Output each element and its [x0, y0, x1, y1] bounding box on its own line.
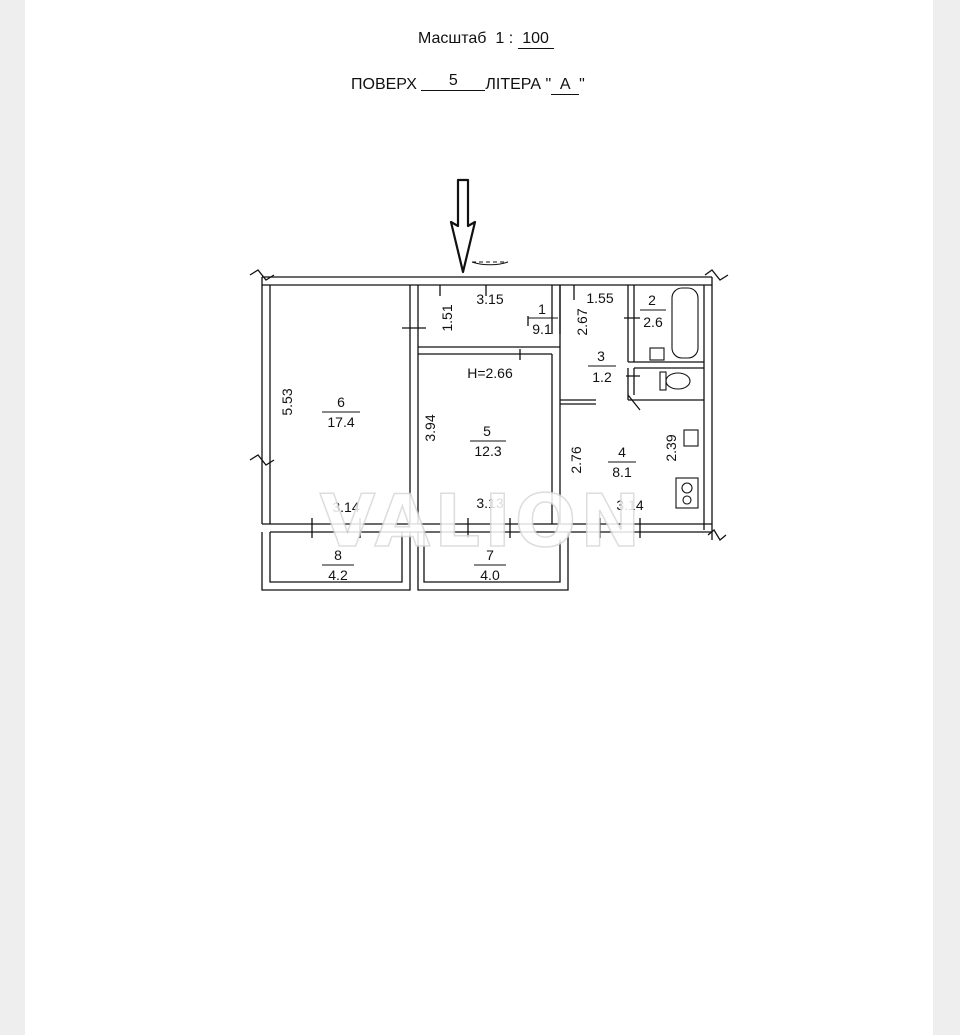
dim-room4-side: 2.39 [663, 434, 679, 461]
room-4-area: 8.1 [612, 464, 632, 480]
room-8-number: 8 [334, 547, 342, 563]
room-1-area: 9.1 [532, 321, 552, 337]
dim-room1-depth: 1.51 [439, 304, 455, 331]
dim-room4-width: 3.14 [616, 497, 643, 513]
litera-value: А [551, 76, 580, 95]
fixtures [649, 287, 699, 509]
scale-line: Масштаб 1 : 100 [418, 30, 554, 49]
room-2-number: 2 [648, 292, 656, 308]
dim-room6-depth: 5.53 [279, 388, 295, 415]
bathtub-icon [671, 287, 699, 359]
entrance-arrow-icon [449, 178, 477, 274]
sink-icon [649, 347, 665, 361]
floor-value: 5 [421, 72, 486, 91]
room-6-area: 17.4 [327, 414, 354, 430]
room-3-number: 3 [597, 348, 605, 364]
litera-label: ЛІТЕРА " [485, 76, 552, 93]
scale-prefix: 1 : [495, 30, 514, 47]
walls [249, 269, 729, 591]
dim-room1-side: 2.67 [574, 308, 590, 335]
room-3-area: 1.2 [592, 369, 612, 385]
door-arc [471, 261, 509, 266]
document-sheet [25, 0, 933, 1035]
litera-close: " [579, 76, 585, 93]
dimension-labels: 3.15 1.51 2.67 1.55 H=2.66 3.94 3.13 5.5… [279, 290, 679, 515]
scale-value: 100 [517, 30, 554, 49]
room-4-number: 4 [618, 444, 626, 460]
ceiling-height: H=2.66 [467, 365, 513, 381]
room-2-area: 2.6 [643, 314, 663, 330]
dim-room2-width: 1.55 [586, 290, 613, 306]
room-5-area: 12.3 [474, 443, 501, 459]
toilet-icon [659, 371, 691, 391]
room-7-area: 4.0 [480, 567, 500, 583]
dim-room6-width: 3.14 [332, 499, 359, 515]
scale-label: Масштаб [418, 30, 487, 47]
room-7-number: 7 [486, 547, 494, 563]
dim-room4-depth: 2.76 [568, 446, 584, 473]
stove-icon [675, 477, 699, 509]
room-6-number: 6 [337, 394, 345, 410]
room-labels: 1 9.1 2 2.6 3 1.2 4 8.1 5 12.3 6 17.4 7 … [322, 292, 666, 583]
room-1-number: 1 [538, 301, 546, 317]
room-8-area: 4.2 [328, 567, 348, 583]
kitchen-sink-icon [683, 429, 699, 447]
floor-label: ПОВЕРХ [351, 76, 417, 93]
dim-room5-width: 3.13 [476, 495, 503, 511]
dim-room1-width: 3.15 [476, 291, 503, 307]
watermark: VALION [320, 479, 645, 563]
room-5-number: 5 [483, 423, 491, 439]
dim-room5-depth: 3.94 [422, 414, 438, 441]
